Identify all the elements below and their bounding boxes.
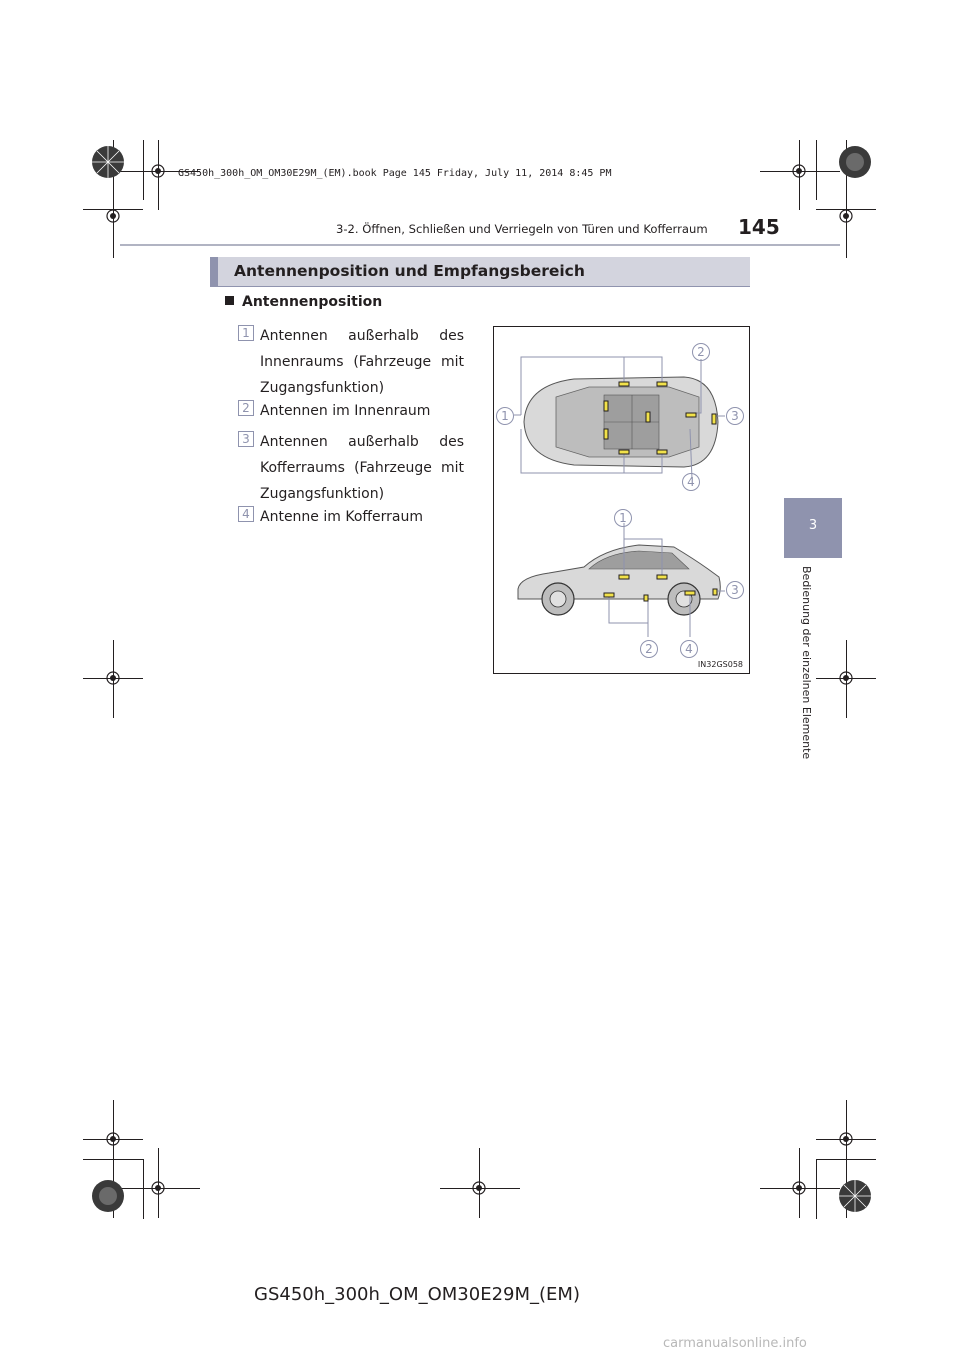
callout-2: 2 (692, 343, 710, 361)
callout-1: 1 (496, 407, 514, 425)
header-rule (120, 244, 840, 246)
item-text: Antenne im Kofferraum (260, 509, 424, 525)
square-bullet-icon (225, 296, 234, 305)
chapter-number: 3 (808, 518, 818, 533)
star-target-tl (92, 146, 124, 178)
callout-4: 4 (680, 640, 698, 658)
chapter-title: Bedienung der einzelnen Elemente (800, 566, 813, 760)
star-target-bl (92, 1180, 124, 1212)
item-number: 2 (238, 400, 254, 416)
section-heading: Antennenposition und Empfangsbereich (210, 257, 750, 287)
star-target-tr (839, 146, 871, 178)
antenna-figure: 2 1 3 4 1 3 2 4 IN32GS058 (493, 326, 750, 674)
subheading: Antennenposition (225, 294, 382, 310)
antenna-diagram (514, 356, 725, 637)
item-text: Antennen im Innenraum (260, 403, 431, 419)
page-number: 145 (738, 215, 780, 239)
callout-1: 1 (614, 509, 632, 527)
callout-3: 3 (726, 581, 744, 599)
section-heading-text: Antennenposition und Empfangsbereich (234, 262, 585, 280)
list-item: 1 Antennen außerhalb des Innen­raums (Fa… (238, 323, 478, 403)
item-number: 1 (238, 325, 254, 341)
item-number: 4 (238, 506, 254, 522)
item-text: Antennen außerhalb des Innen­raums (Fahr… (260, 328, 464, 396)
list-item: 3 Antennen außerhalb des Koffer­raums (F… (238, 429, 478, 509)
footer-code: GS450h_300h_OM_OM30E29M_(EM) (254, 1284, 580, 1305)
print-meta: GS450h_300h_OM_OM30E29M_(EM).book Page 1… (178, 168, 612, 179)
star-target-br (839, 1180, 871, 1212)
list-item: 4 Antenne im Kofferraum (238, 504, 478, 534)
callout-3: 3 (726, 407, 744, 425)
section-path: 3-2. Öffnen, Schließen und Verriegeln vo… (336, 222, 708, 236)
antenna-markers (603, 381, 718, 602)
list-item: 2 Antennen im Innenraum (238, 398, 478, 428)
chapter-title-wrap: Bedienung der einzelnen Elemente (800, 566, 820, 766)
callout-4: 4 (682, 473, 700, 491)
callout-2: 2 (640, 640, 658, 658)
watermark: carmanualsonline.info (663, 1336, 807, 1351)
subheading-text: Antennenposition (242, 294, 383, 310)
item-number: 3 (238, 431, 254, 447)
item-text: Antennen außerhalb des Koffer­raums (Fah… (260, 434, 464, 502)
figure-code: IN32GS058 (697, 660, 743, 669)
chapter-tab: 3 (784, 498, 842, 558)
